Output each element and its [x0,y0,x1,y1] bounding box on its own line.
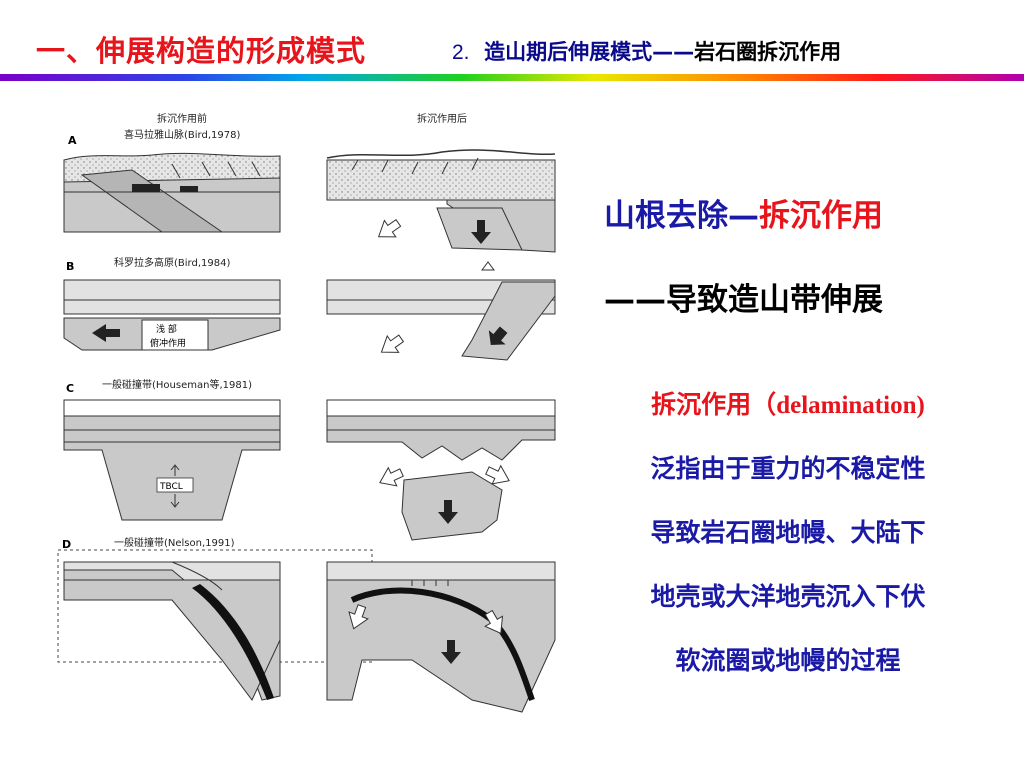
heading1-dash: — [728,198,759,234]
definition-term-cn: 拆沉作用（ [651,390,777,419]
delamination-figure: 拆沉作用前 拆沉作用后 A 喜马拉雅山脉(Bird,1978) B 科罗拉多高原… [57,112,556,713]
panel-b-caption: 科罗拉多高原(Bird,1984) [114,256,230,269]
subtitle-dash: —— [652,40,695,64]
panel-b-label-2: 俯冲作用 [150,337,186,349]
panel-d-caption: 一般碰撞带(Nelson,1991) [114,536,235,549]
panel-a-after [326,149,556,253]
title-bar: 一、伸展构造的形成模式 2. 造山期后伸展模式——岩石圈拆沉作用 [0,0,1024,74]
panel-b-letter: B [66,260,74,273]
col-after-label: 拆沉作用后 [417,112,467,125]
panel-d-letter: D [62,538,71,551]
page-subtitle: 2. 造山期后伸展模式——岩石圈拆沉作用 [452,36,841,66]
definition-line-3: 地壳或大洋地壳沉入下伏 [650,582,926,611]
heading2-dash: —— [604,282,666,318]
definition-block: 拆沉作用（delamination) 泛指由于重力的不稳定性 导致岩石圈地幔、大… [588,386,988,706]
definition-term: 拆沉作用（delamination) [588,386,988,450]
heading1-red: 拆沉作用 [759,198,883,234]
definition-term-latin: delamination) [776,392,925,419]
panel-d-after [326,561,556,713]
panel-c-letter: C [66,382,74,395]
panel-d-dashed-frame [57,549,373,663]
panel-b-after [326,261,556,361]
col-before-label: 拆沉作用前 [157,112,207,125]
heading-root-removal: 山根去除—拆沉作用 [604,190,883,235]
panel-d-before [63,561,281,701]
panel-a-letter: A [68,134,77,147]
subtitle-text: 造山期后伸展模式 [484,40,653,64]
panel-a-before [63,152,281,233]
panel-b-before: 浅 部 俯冲作用 [63,279,281,351]
panel-c-before: TBCL [63,399,281,521]
panel-c-caption: 一般碰撞带(Houseman等,1981) [102,378,252,391]
heading-extension: ——导致造山带伸展 [604,274,883,319]
page-title: 一、伸展构造的形成模式 [36,34,367,68]
subtitle-tail: 岩石圈拆沉作用 [694,40,842,64]
panel-c-after [326,399,556,541]
panel-a-caption: 喜马拉雅山脉(Bird,1978) [124,128,240,141]
panel-b-label-1: 浅 部 [156,323,177,335]
rainbow-divider [0,74,1024,81]
definition-line-4: 软流圈或地幔的过程 [675,646,901,675]
subtitle-number: 2. [452,41,470,64]
heading2-text: 导致造山带伸展 [666,282,883,318]
panel-c-tbcl: TBCL [159,482,183,492]
heading1-blue: 山根去除 [604,198,728,234]
definition-line-2: 导致岩石圈地幔、大陆下 [650,518,926,547]
definition-line-1: 泛指由于重力的不稳定性 [650,454,926,483]
